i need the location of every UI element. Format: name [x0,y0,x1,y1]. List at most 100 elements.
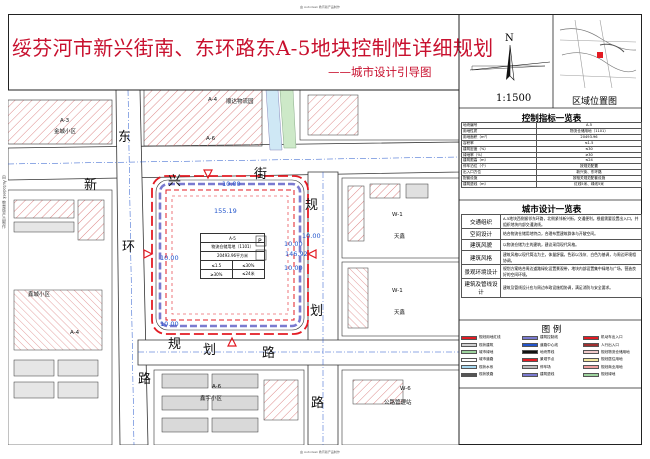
legend-swatch-icon [522,350,538,355]
vehicle-entrance-south[interactable] [227,336,237,347]
dim-east-road: 10.00 [302,232,321,240]
legend-item: 城市绿地 [461,349,520,356]
legend-label: 人行出入口 [601,342,619,347]
building-xinyu-1 [161,373,209,389]
building-a4-5 [13,359,55,377]
building-a4-7 [13,381,55,399]
street-donghuan-1: 东 [118,130,132,145]
site-info-table[interactable]: A-5 物流仓储用地（1101） 20493.96平方米 ≤1.5≤30% ≥3… [200,233,266,279]
street-guihua-bottom-1: 规 [168,337,182,352]
centerline-donghuan [127,90,135,445]
building-xinyu-7 [263,379,299,421]
label-a3: A-3 [60,118,70,124]
building-w1-c [405,183,429,199]
vehicle-entrance-west[interactable] [143,249,154,259]
street-donghuan-3: 路 [138,372,152,387]
guide-text: 建筑风格以现代简洁为主，体量舒展，色彩以浅灰、白色为基调，与周边环境相协调。 [500,250,642,265]
legend-swatch-icon [461,335,477,340]
dim-width: 155.19 [214,207,237,215]
guide-table-title: 城市设计一览表 [521,205,582,215]
street-guihua-1: 规 [305,198,319,213]
vehicle-entrance-east[interactable] [306,249,317,259]
label-w1: W-1 [392,212,403,218]
legend-label: 现状铁路 [479,372,494,377]
location-map-graphic[interactable] [558,18,638,90]
label-a4: A-4 [70,330,80,336]
building-w6 [352,379,404,405]
building-xinyu-3 [161,395,209,411]
legend-label: 城市道路 [479,357,494,362]
street-donghuan-2: 环 [122,240,136,255]
legend-item: 规划绿地 [583,371,642,378]
legend-item: 现状铁路 [461,371,520,378]
south-road [137,339,459,366]
label-w6: W-6 [400,386,411,392]
dim-west-setback: 10.00 [160,254,179,262]
legend-label: 规划商业用地 [601,364,623,369]
guide-row: 建筑风貌以物流仓储为主的建筑，建议采用现代风格。 [461,239,642,251]
legend-label: 建筑退线 [540,372,555,377]
street-xinxing-1: 新 [84,178,98,193]
north-label: N [505,33,514,44]
legend-label: 现状建筑 [479,342,494,347]
north-arrow-icon [469,44,551,81]
legend-label: 规划绿地 [601,372,616,377]
legend-label: 规划物流仓储用地 [601,349,630,354]
guide-label: 建筑风格 [461,250,501,265]
label-a6b: A-6 [212,384,222,390]
legend-swatch-icon [583,350,599,355]
guide-text: A-5地块西侧紧邻东环路，北侧紧邻新兴街，交通便利。根据需要设置出入口，并组织地… [500,214,642,229]
building-w1-b [369,183,401,199]
parking-label: P [258,238,262,245]
building-a4-2 [13,221,75,233]
legend-label: 停车场 [540,364,551,369]
dim-height: 146.92 [285,250,308,258]
legend-swatch-icon [583,335,599,340]
page-title: 绥芬河市新兴街南、东环路东A-5地块控制性详细规划 [12,36,494,60]
guide-text: 结合物流仓储用地特点，合理布置建筑群体与开敞空间。 [500,228,642,240]
guide-row: 景观环境设计规划方案结合周边道路绿化设置景观带，地块内部设置集中绿地与广场，营造… [461,264,642,279]
label-a6: A-6 [206,136,216,142]
parcel-a4-top [143,90,263,147]
legend-label: 建筑控制线 [540,335,558,340]
building-a4-1 [13,199,75,219]
indicator-row: 建筑退线（m）红线5米、绿线5米 [461,181,642,188]
label-xincheng: 鑫城小区 [28,292,51,298]
site-height: ≤24米 [231,269,266,279]
legend-label: 城市绿地 [479,349,494,354]
guide-label: 景观环境设计 [461,264,501,279]
legend-item: 人行出入口 [583,341,642,348]
street-guihua-bottom-3: 路 [262,346,276,361]
legend-item: 道路中心线 [522,341,581,348]
dim-east-setback-2: 10.00 [284,264,303,272]
building-xinyu-2 [211,373,259,389]
bottom-note: 由 Autodesk 教育版产品制作 [300,450,340,454]
guide-text: 规划方案结合周边道路绿化设置景观带，地块内部设置集中绿地与广场，营造良好的空间环… [500,264,642,279]
label-a4-top-name: 顺达物流园 [226,99,254,105]
legend-swatch-icon [583,343,599,348]
site-map[interactable] [8,90,459,445]
vehicle-entrance-north[interactable] [203,169,213,180]
building-a4-4 [13,289,103,351]
label-a4-top: A-4 [208,97,218,103]
centerline-xinxing [8,156,459,165]
green-strip [279,90,297,149]
label-gonglu: 公路管理站 [384,400,412,406]
legend-item: 规划物流仓储用地 [583,349,642,356]
site-a5-controlline [165,189,295,321]
legend-swatch-icon [461,343,477,348]
label-a3-name: 金城小区 [54,129,77,135]
legend-swatch-icon [461,365,477,370]
side-note: 由 Autodesk 教育版产品制作 [2,175,7,229]
legend-label: 现状水系 [479,364,494,369]
guide-label: 建筑风貌 [461,239,501,251]
legend-swatch-icon [522,343,538,348]
legend: 规划用地红线建筑控制线机动车出入口现状建筑道路中心线人行出入口城市绿地地块界线规… [461,334,642,386]
legend-swatch-icon [461,372,477,377]
legend-label: 景观节点 [540,357,555,362]
legend-item: 城市道路 [461,356,520,363]
label-xinyu: 鑫宇小区 [200,396,223,402]
